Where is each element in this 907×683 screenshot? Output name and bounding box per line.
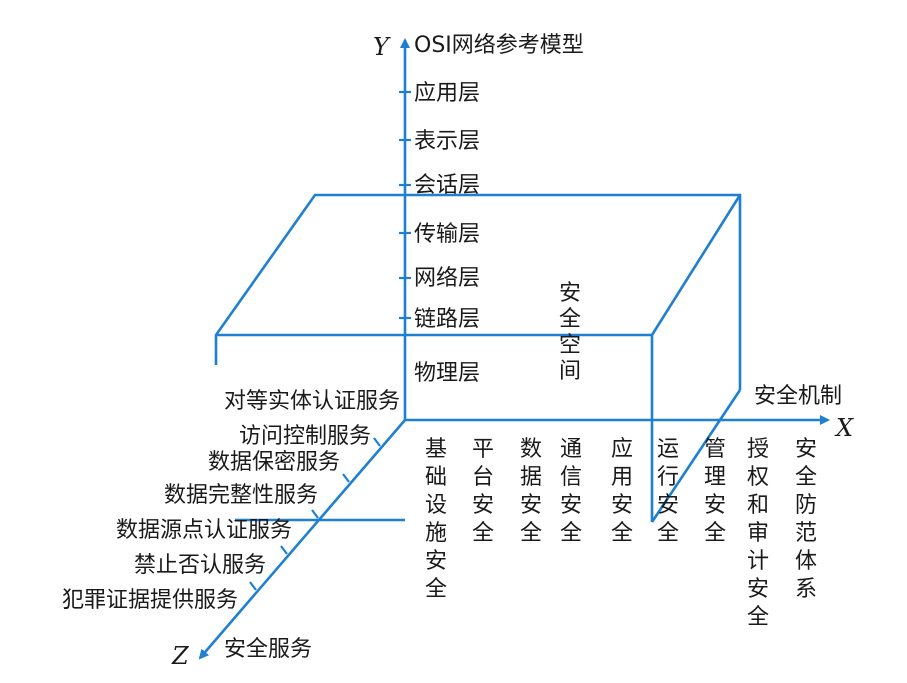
y-axis-layer-labels: 应用层 表示层 会话层 传输层 网络层 链路层 物理层 — [414, 81, 480, 386]
service-label-data-origin-auth: 数据源点认证服务 — [116, 518, 292, 543]
layer-label-network: 网络层 — [414, 266, 480, 291]
service-label-access-control: 访问控制服务 — [239, 424, 371, 449]
y-axis-letter: Y — [373, 33, 391, 61]
mechanism-label-7: 授权和审计安全 — [747, 437, 769, 630]
service-label-integrity: 数据完整性服务 — [164, 483, 318, 508]
security-space-box — [214, 193, 742, 523]
layer-label-datalink: 链路层 — [414, 307, 480, 332]
layer-label-presentation: 表示层 — [414, 129, 480, 154]
y-axis-ticks — [399, 90, 411, 320]
z-axis-service-labels: 对等实体认证服务 访问控制服务 数据保密服务 数据完整性服务 数据源点认证服务 … — [62, 389, 400, 613]
mechanism-label-2: 数据安全 — [520, 437, 542, 546]
mechanism-label-6: 管理安全 — [704, 437, 726, 546]
mechanism-label-8: 安全防范体系 — [795, 437, 817, 602]
service-label-peer-entity-auth: 对等实体认证服务 — [224, 389, 400, 414]
service-label-confidentiality: 数据保密服务 — [208, 450, 340, 475]
layer-label-transport: 传输层 — [414, 222, 480, 247]
mechanism-label-0: 基础设施安全 — [425, 437, 447, 602]
x-axis-letter: X — [834, 414, 854, 442]
layer-label-session: 会话层 — [414, 173, 480, 198]
mechanism-label-3: 通信安全 — [560, 437, 582, 546]
z-axis-line — [198, 419, 406, 660]
z-axis-ticks — [249, 437, 381, 591]
mechanism-label-1: 平台安全 — [472, 437, 494, 546]
security-space-text: 安全空间 — [559, 281, 581, 384]
z-axis-title: 安全服务 — [224, 637, 312, 662]
security-space-label: 安全空间 — [559, 281, 581, 384]
z-axis-letter: Z — [171, 642, 190, 670]
service-label-non-repudiation: 禁止否认服务 — [134, 553, 266, 578]
mechanism-label-5: 运行安全 — [657, 437, 679, 546]
x-axis-title: 安全机制 — [754, 384, 842, 409]
layer-label-physical: 物理层 — [414, 361, 480, 386]
mechanism-label-4: 应用安全 — [611, 437, 633, 546]
layer-label-application: 应用层 — [414, 81, 480, 106]
service-label-evidence: 犯罪证据提供服务 — [62, 588, 238, 613]
y-axis-title: OSI网络参考模型 — [414, 33, 584, 58]
